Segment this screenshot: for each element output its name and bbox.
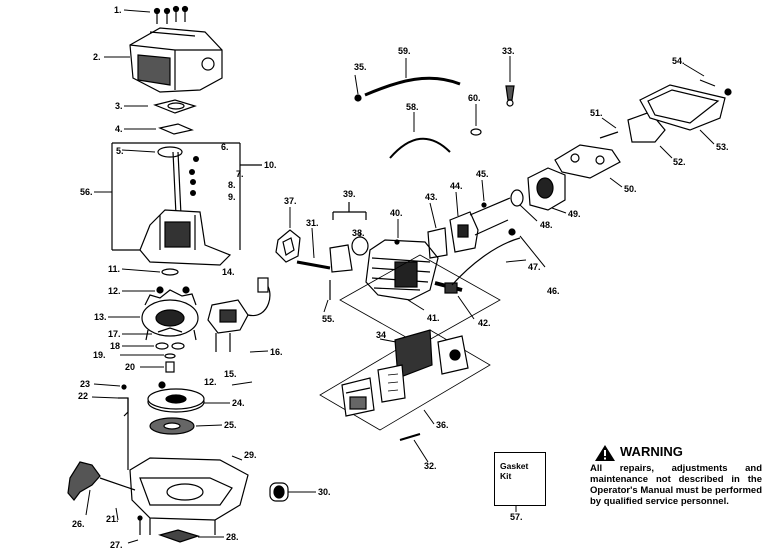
label-15: 15. (224, 369, 237, 379)
label-54: 54. (672, 56, 685, 66)
part-wire-46 (451, 237, 521, 286)
label-2: 2. (93, 52, 101, 62)
label-49: 49. (568, 209, 581, 219)
label-60: 60. (468, 93, 481, 103)
part-gasket-3 (153, 99, 197, 114)
label-16: 16. (270, 347, 283, 357)
label-40: 40. (390, 208, 403, 218)
gasket-kit-label: Gasket Kit (500, 461, 528, 481)
label-57: 57. (510, 512, 523, 522)
warning-panel: WARNING All repairs, adjustments and mai… (590, 444, 765, 554)
part-carburetor-49 (527, 167, 566, 211)
label-18: 18 (110, 341, 120, 351)
label-39: 39. (343, 189, 356, 199)
label-25: 25. (224, 420, 237, 430)
label-24: 24. (232, 398, 245, 408)
label-35: 35. (354, 62, 367, 72)
label-29: 29. (244, 450, 257, 460)
part-starter-handle-26 (67, 461, 136, 501)
label-1: 1. (114, 5, 122, 15)
part-ignition-module (207, 277, 271, 352)
label-46: 46. (547, 286, 560, 296)
label-14: 14. (222, 267, 235, 277)
label-59: 59. (398, 46, 411, 56)
label-9: 9. (228, 192, 236, 202)
label-32: 32. (424, 461, 437, 471)
warning-text: All repairs, adjustments and maintenance… (590, 463, 762, 507)
label-33: 33. (502, 46, 515, 56)
label-3: 3. (115, 101, 123, 111)
label-4: 4. (115, 124, 123, 134)
part-spark-plug-42 (434, 281, 463, 294)
gasket-kit-line2: Kit (500, 471, 512, 481)
part-plate-50 (554, 144, 621, 179)
label-17: 17. (108, 329, 121, 339)
label-28: 28. (226, 532, 239, 542)
part-cover-53 (639, 84, 726, 131)
label-12a: 12. (108, 286, 121, 296)
label-52: 52. (673, 157, 686, 167)
label-6: 6. (221, 142, 229, 152)
label-36: 36. (436, 420, 449, 430)
label-10: 10. (264, 160, 277, 170)
warning-triangle-icon (595, 445, 615, 461)
part-crankcase (139, 209, 232, 266)
label-12b: 12. (204, 377, 217, 387)
label-19: 19. (93, 350, 106, 360)
label-7: 7. (236, 169, 244, 179)
part-starter-housing-29 (129, 457, 249, 535)
label-48: 48. (540, 220, 553, 230)
part-gasket-43 (427, 227, 448, 259)
part-starter-pulley-24 (147, 388, 205, 413)
part-primer-33 (505, 85, 515, 107)
label-56: 56. (80, 187, 93, 197)
part-58 (389, 137, 451, 159)
part-filter-assembly (319, 329, 491, 431)
label-42: 42. (478, 318, 491, 328)
label-58: 58. (406, 102, 419, 112)
label-11: 11. (108, 264, 120, 274)
label-41: 41. (427, 313, 440, 323)
label-13: 13. (94, 312, 107, 322)
part-spring-25 (149, 417, 195, 435)
part-fuel-line-59 (364, 76, 461, 97)
label-8: 8. (228, 180, 236, 190)
label-47: 47. (528, 262, 541, 272)
label-38: 38. (352, 228, 365, 238)
label-51: 51. (590, 108, 603, 118)
gasket-kit-line1: Gasket (500, 461, 529, 471)
label-45: 45. (476, 169, 489, 179)
part-flywheel-13 (141, 289, 199, 341)
warning-title: WARNING (620, 444, 683, 459)
label-22: 22 (78, 391, 88, 401)
label-30: 30. (318, 487, 331, 497)
label-50: 50. (624, 184, 637, 194)
part-adaptor-44 (449, 211, 479, 253)
label-37: 37. (284, 196, 297, 206)
gasket-kit-box: Gasket Kit (494, 452, 546, 506)
label-20: 20 (125, 362, 135, 372)
label-55: 55. (322, 314, 335, 324)
part-gasket-37 (275, 229, 301, 263)
label-43: 43. (425, 192, 438, 202)
label-26: 26. (72, 519, 85, 529)
label-53: 53. (716, 142, 729, 152)
part-cylinder-41 (365, 239, 439, 301)
label-34: 34 (376, 330, 386, 340)
label-44: 44. (450, 181, 463, 191)
label-21: 21. (106, 514, 119, 524)
label-5: 5. (116, 146, 124, 156)
label-31: 31. (306, 218, 319, 228)
part-plate-4 (158, 123, 194, 135)
label-23: 23 (80, 379, 90, 389)
part-screws-1 (153, 5, 189, 24)
part-shroud-2 (129, 27, 223, 93)
label-27: 27. (110, 540, 123, 550)
part-30 (269, 482, 289, 502)
